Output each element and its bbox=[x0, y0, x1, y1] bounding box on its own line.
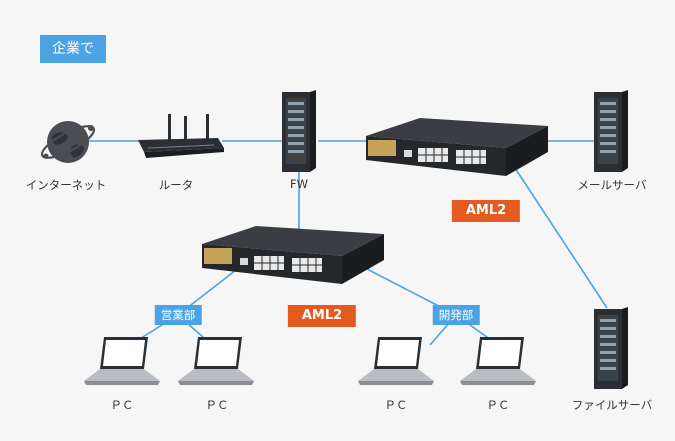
pc-2-label: ＰＣ bbox=[205, 398, 229, 412]
laptop-icon bbox=[178, 337, 254, 385]
page-title: 企業で bbox=[40, 35, 106, 63]
router-icon bbox=[138, 114, 224, 158]
pc-1-label: ＰＣ bbox=[110, 398, 134, 412]
dept-sales-badge: 営業部 bbox=[154, 305, 202, 325]
server-tower-icon bbox=[594, 90, 628, 172]
laptop-icon bbox=[84, 337, 160, 385]
switch-mid-label: AML2 bbox=[287, 305, 357, 327]
laptop-icon bbox=[358, 337, 434, 385]
server-tower-icon bbox=[282, 90, 316, 172]
router-label: ルータ bbox=[158, 178, 194, 192]
link-switch-top-file bbox=[514, 167, 608, 309]
dept-dev-badge: 開発部 bbox=[432, 305, 480, 325]
file-server-label: ファイルサーバ bbox=[571, 398, 653, 412]
mail-server-label: メールサーバ bbox=[577, 178, 647, 192]
network-switch-icon bbox=[366, 118, 548, 176]
switch-top-label: AML2 bbox=[451, 200, 521, 222]
pc-3-label: ＰＣ bbox=[384, 398, 408, 412]
network-switch-icon bbox=[202, 226, 384, 284]
laptop-icon bbox=[460, 337, 536, 385]
pc-4-label: ＰＣ bbox=[486, 398, 510, 412]
internet-label: インターネット bbox=[25, 178, 107, 192]
server-tower-icon bbox=[594, 307, 628, 389]
firewall-label: FW bbox=[290, 177, 308, 191]
globe-icon bbox=[40, 121, 96, 163]
